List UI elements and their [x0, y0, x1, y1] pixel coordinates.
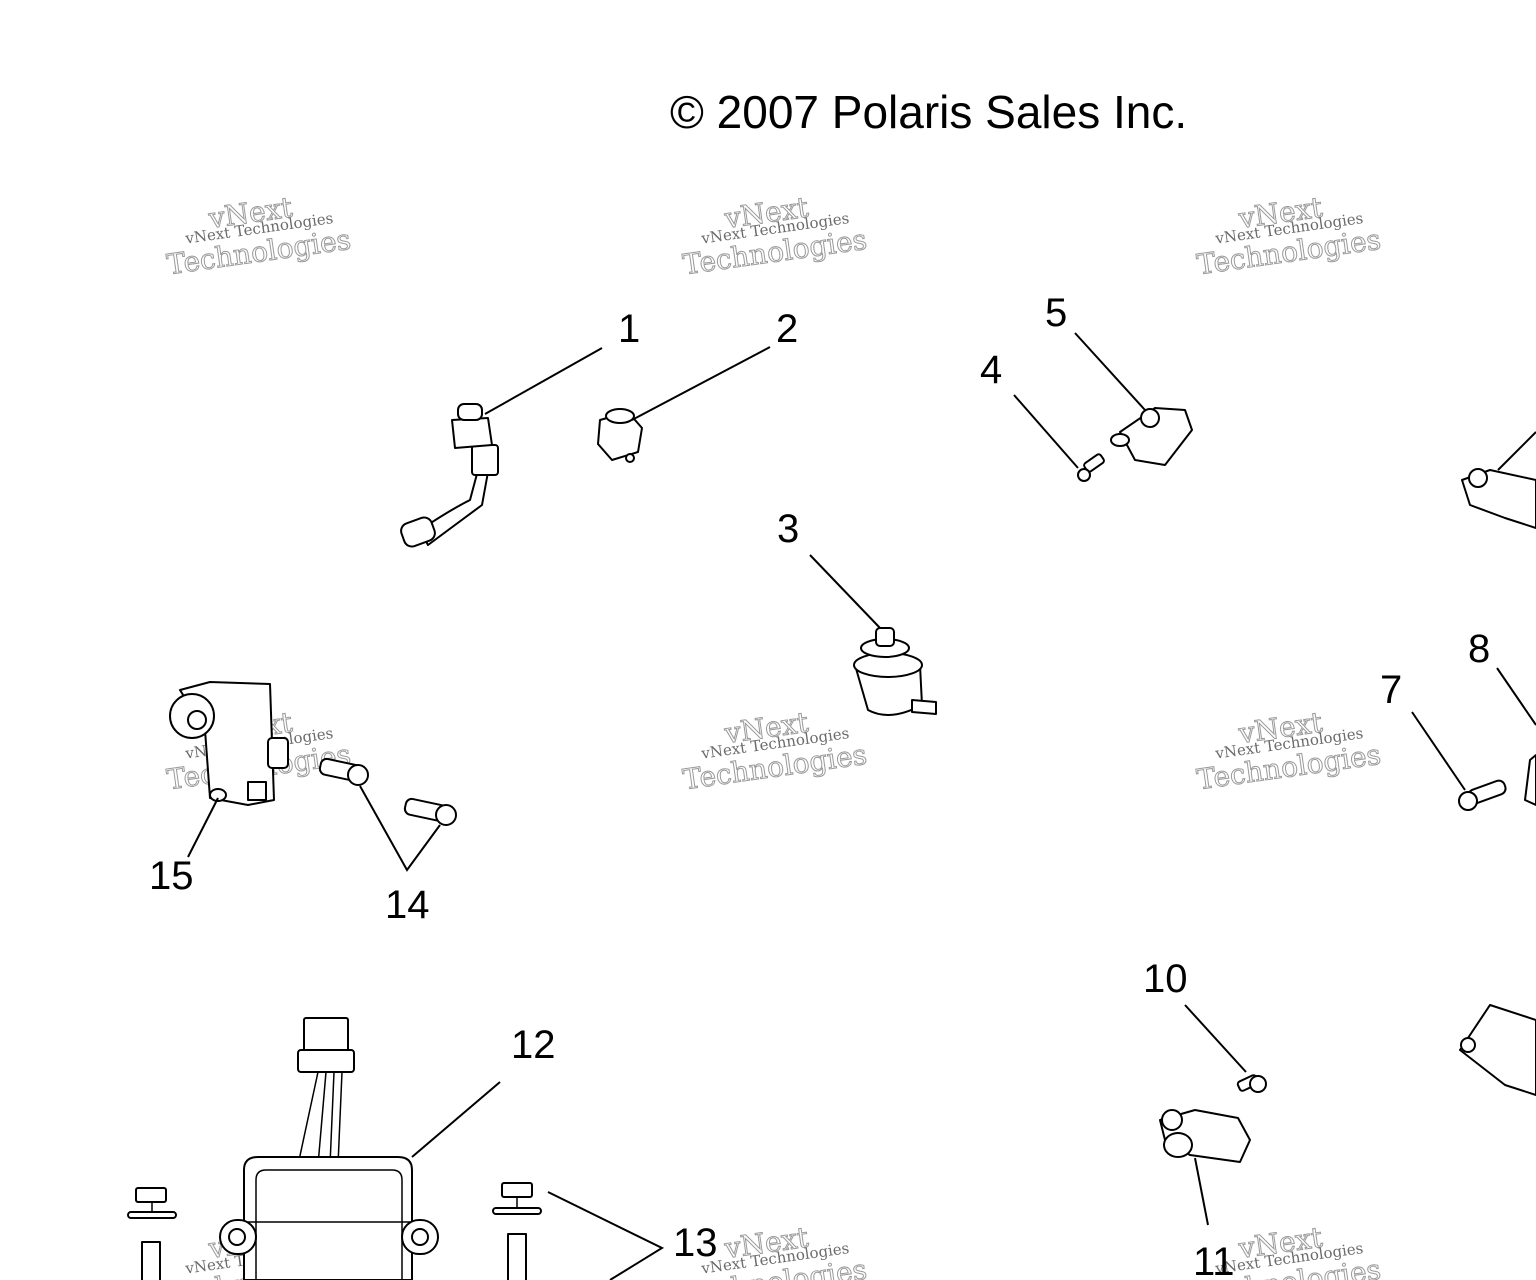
callout-8: 8	[1468, 627, 1490, 671]
part-8-sensor-partial	[1524, 754, 1536, 806]
part-14-bolt-b	[403, 797, 457, 826]
leader-1	[484, 347, 603, 415]
part-2-switch	[597, 408, 643, 463]
watermark-3: vNext vNext Technologies Technologies	[1194, 190, 1383, 282]
callout-11: 11	[1193, 1240, 1235, 1280]
callout-10: 10	[1143, 957, 1188, 1001]
leader-13	[547, 1191, 665, 1280]
callout-1: 1	[618, 307, 640, 351]
callout-5: 5	[1045, 291, 1067, 335]
part-9-sensor-partial	[1459, 1004, 1536, 1096]
part-12-module	[219, 1017, 439, 1280]
watermark-2: vNext vNext Technologies Technologies	[680, 190, 869, 282]
part-5-sensor	[1110, 407, 1193, 466]
callout-4: 4	[980, 348, 1002, 392]
callout-3: 3	[777, 507, 799, 551]
leader-15	[187, 797, 219, 858]
leader-11	[1194, 1157, 1209, 1226]
part-13-bolt-right	[492, 1182, 542, 1280]
leader-7	[1411, 711, 1466, 791]
part-3-regulator	[853, 627, 937, 716]
watermark-6: vNext vNext Technologies Technologies	[1194, 705, 1383, 797]
callout-15: 15	[149, 854, 194, 898]
callout-7: 7	[1380, 668, 1402, 712]
callout-14: 14	[385, 883, 430, 927]
part-7-bolt	[1458, 779, 1507, 811]
leader-4	[1013, 394, 1079, 469]
leader-3	[809, 554, 881, 629]
leader-5	[1074, 332, 1146, 411]
part-14-bolt-a	[318, 757, 369, 786]
part-6-sensor-partial	[1461, 468, 1536, 529]
leader-8	[1496, 667, 1536, 726]
leader-14	[359, 785, 441, 872]
callout-12: 12	[511, 1023, 556, 1067]
watermark-5: vNext vNext Technologies Technologies	[680, 705, 869, 797]
callout-13: 13	[673, 1221, 718, 1265]
part-11-sensor	[1159, 1109, 1251, 1163]
watermark-1: vNext vNext Technologies Technologies	[164, 190, 353, 282]
leader-6	[1497, 431, 1536, 471]
part-10-bolt	[1236, 1074, 1267, 1093]
leader-10	[1184, 1004, 1247, 1073]
part-13-bolt-left	[127, 1187, 177, 1280]
part-4-bolt	[1077, 453, 1105, 482]
callout-2: 2	[776, 307, 798, 351]
part-15-sensor	[169, 681, 289, 806]
leader-2	[631, 346, 771, 421]
part-1-switch-with-lead	[400, 403, 499, 548]
leader-12	[411, 1081, 501, 1158]
copyright-text: © 2007 Polaris Sales Inc.	[670, 86, 1187, 138]
